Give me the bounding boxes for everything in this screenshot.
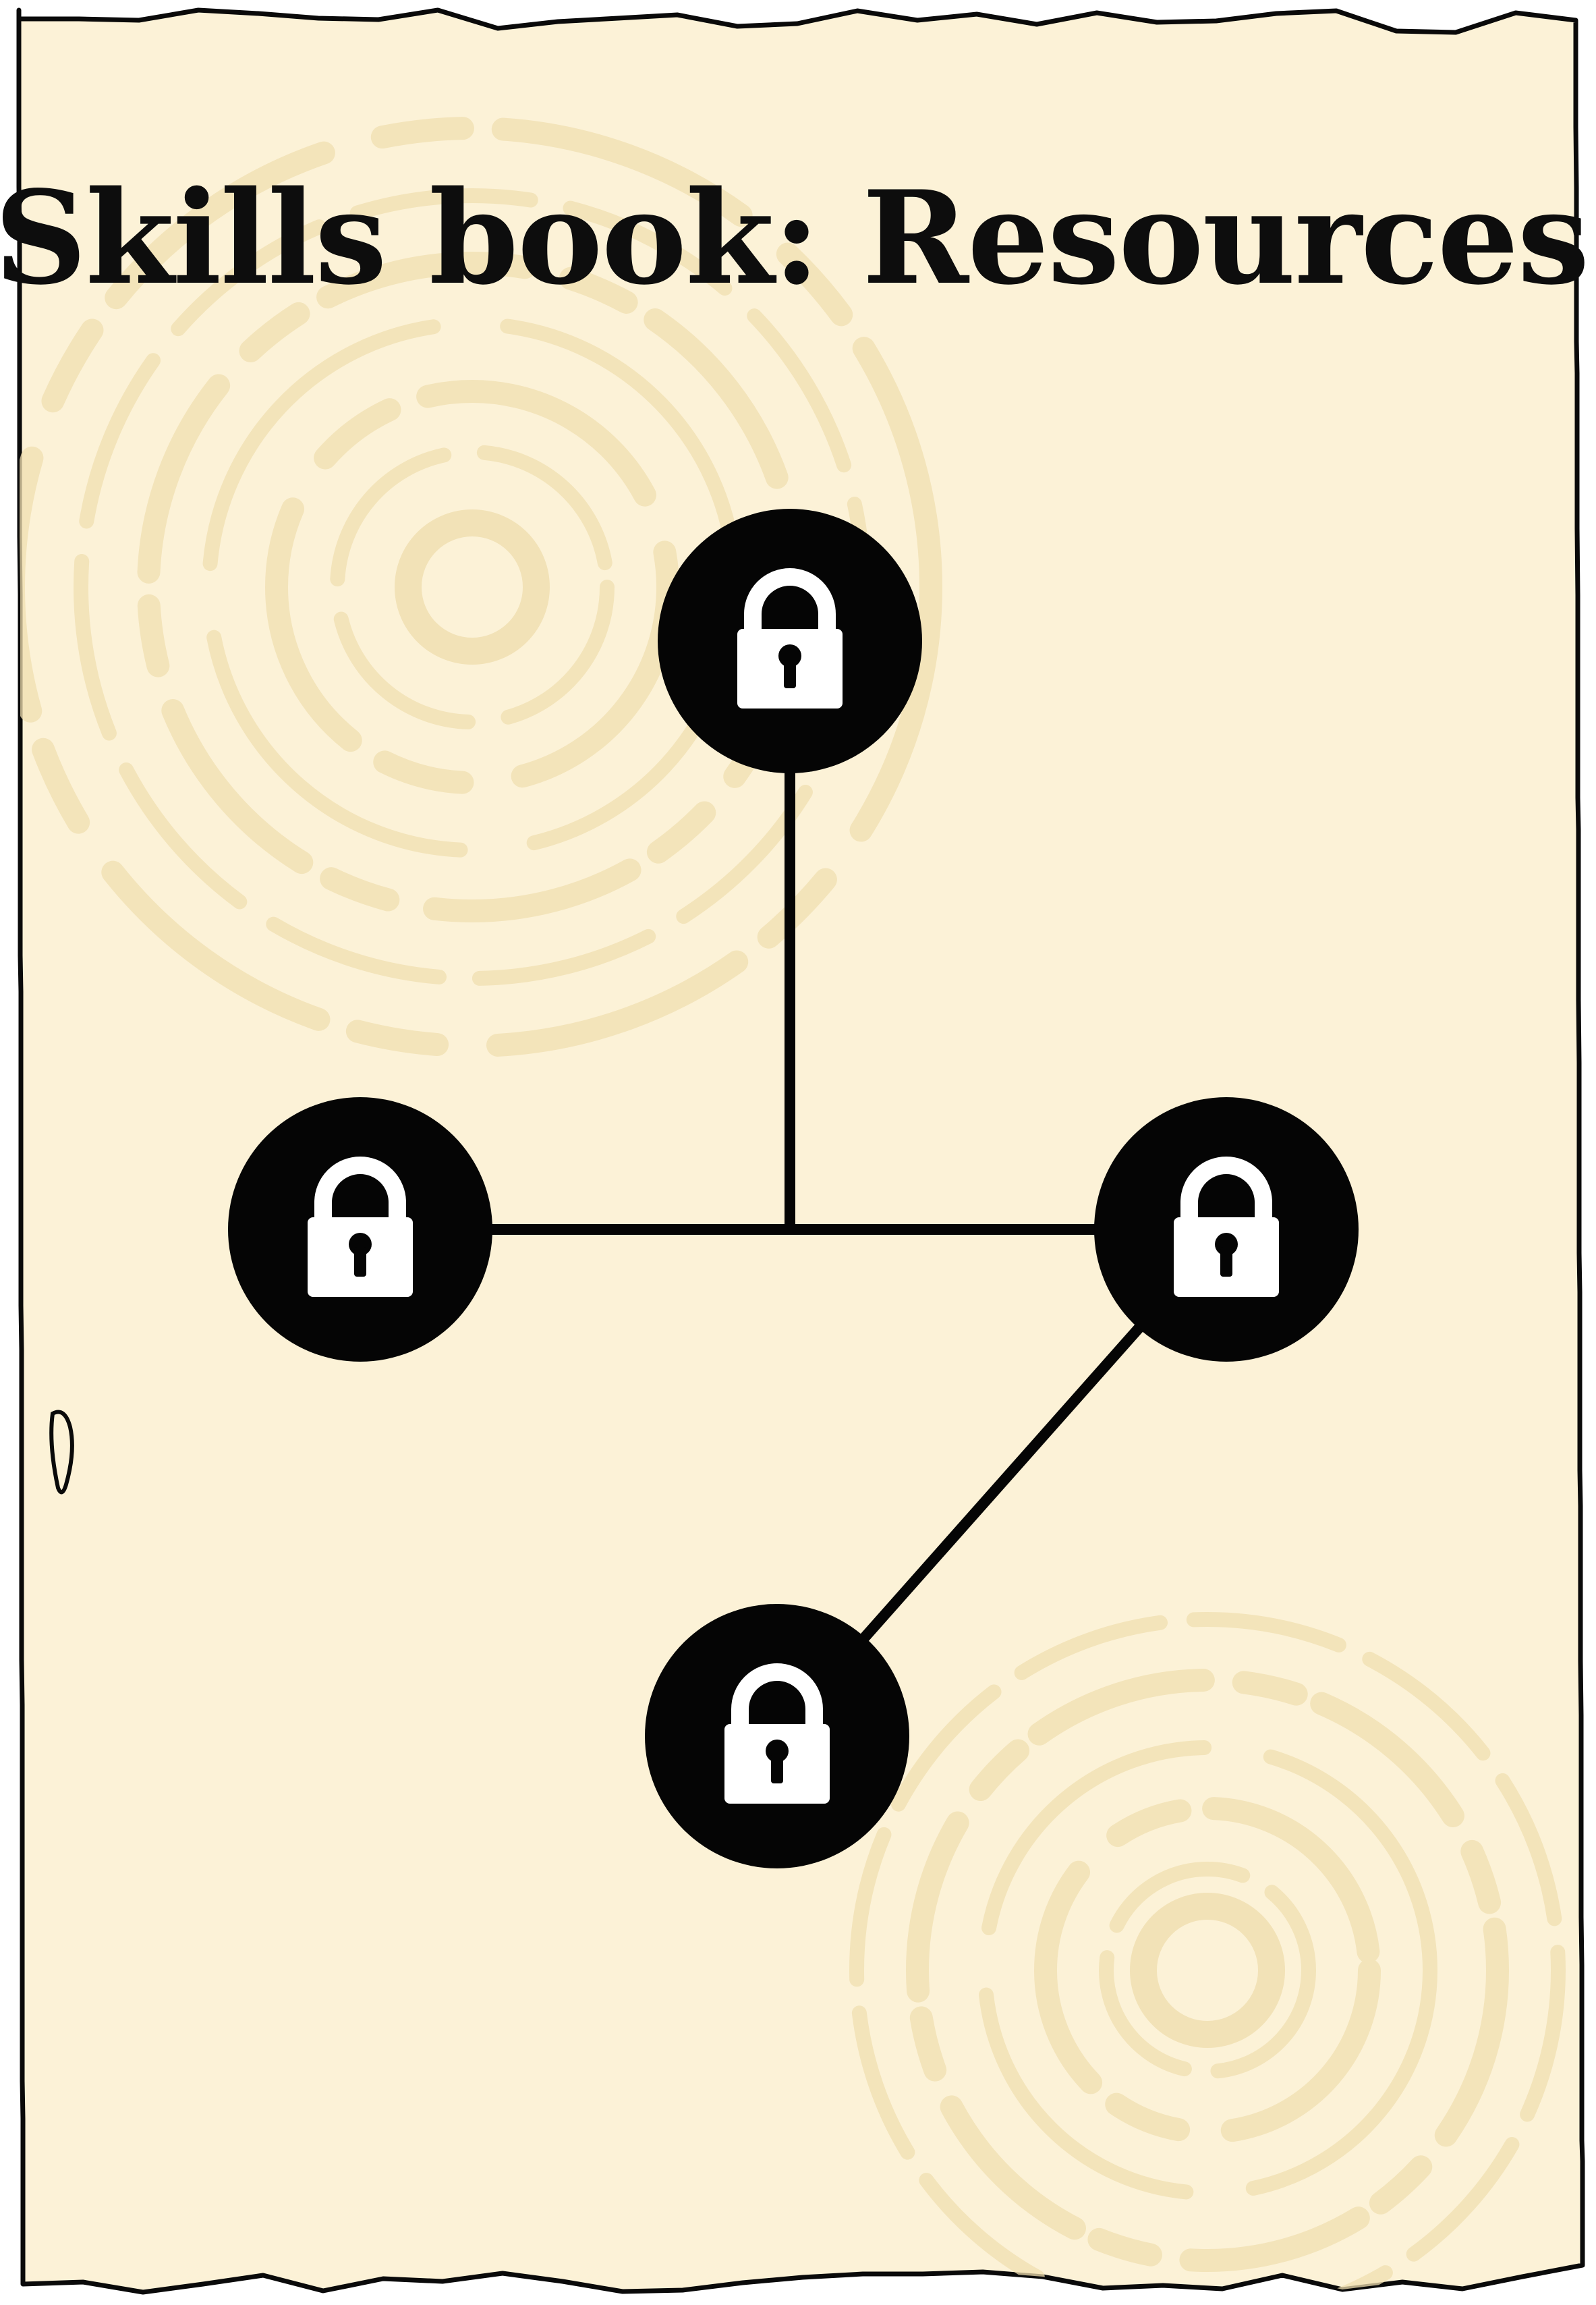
ink-drip-decoration <box>49 1410 74 1495</box>
watermark-ring <box>1099 1862 1316 2079</box>
padlock-icon <box>1174 1157 1279 1297</box>
watermark-ring-core <box>395 509 550 665</box>
watermark-ring <box>906 1669 1509 2272</box>
watermark-ring <box>977 1740 1437 2200</box>
watermark-ring <box>19 117 942 1057</box>
padlock-icon <box>724 1663 830 1804</box>
padlock-icon <box>737 568 843 709</box>
watermark-ring <box>1034 1797 1381 2144</box>
skill-node-right-locked[interactable] <box>1094 1097 1359 1362</box>
padlock-icon <box>308 1157 413 1297</box>
watermark-ring <box>330 445 615 729</box>
watermark-ring <box>265 380 679 794</box>
skill-node-left-locked[interactable] <box>228 1097 492 1362</box>
watermark-ring-core <box>1130 1893 1285 2048</box>
skill-node-bottom-locked[interactable] <box>645 1604 909 1868</box>
skill-node-top-locked[interactable] <box>658 509 922 773</box>
watermark-ring <box>849 1612 1566 2292</box>
page-title: Skills book: Resources <box>0 163 1590 313</box>
skill-tree-nodes <box>228 509 1359 1868</box>
